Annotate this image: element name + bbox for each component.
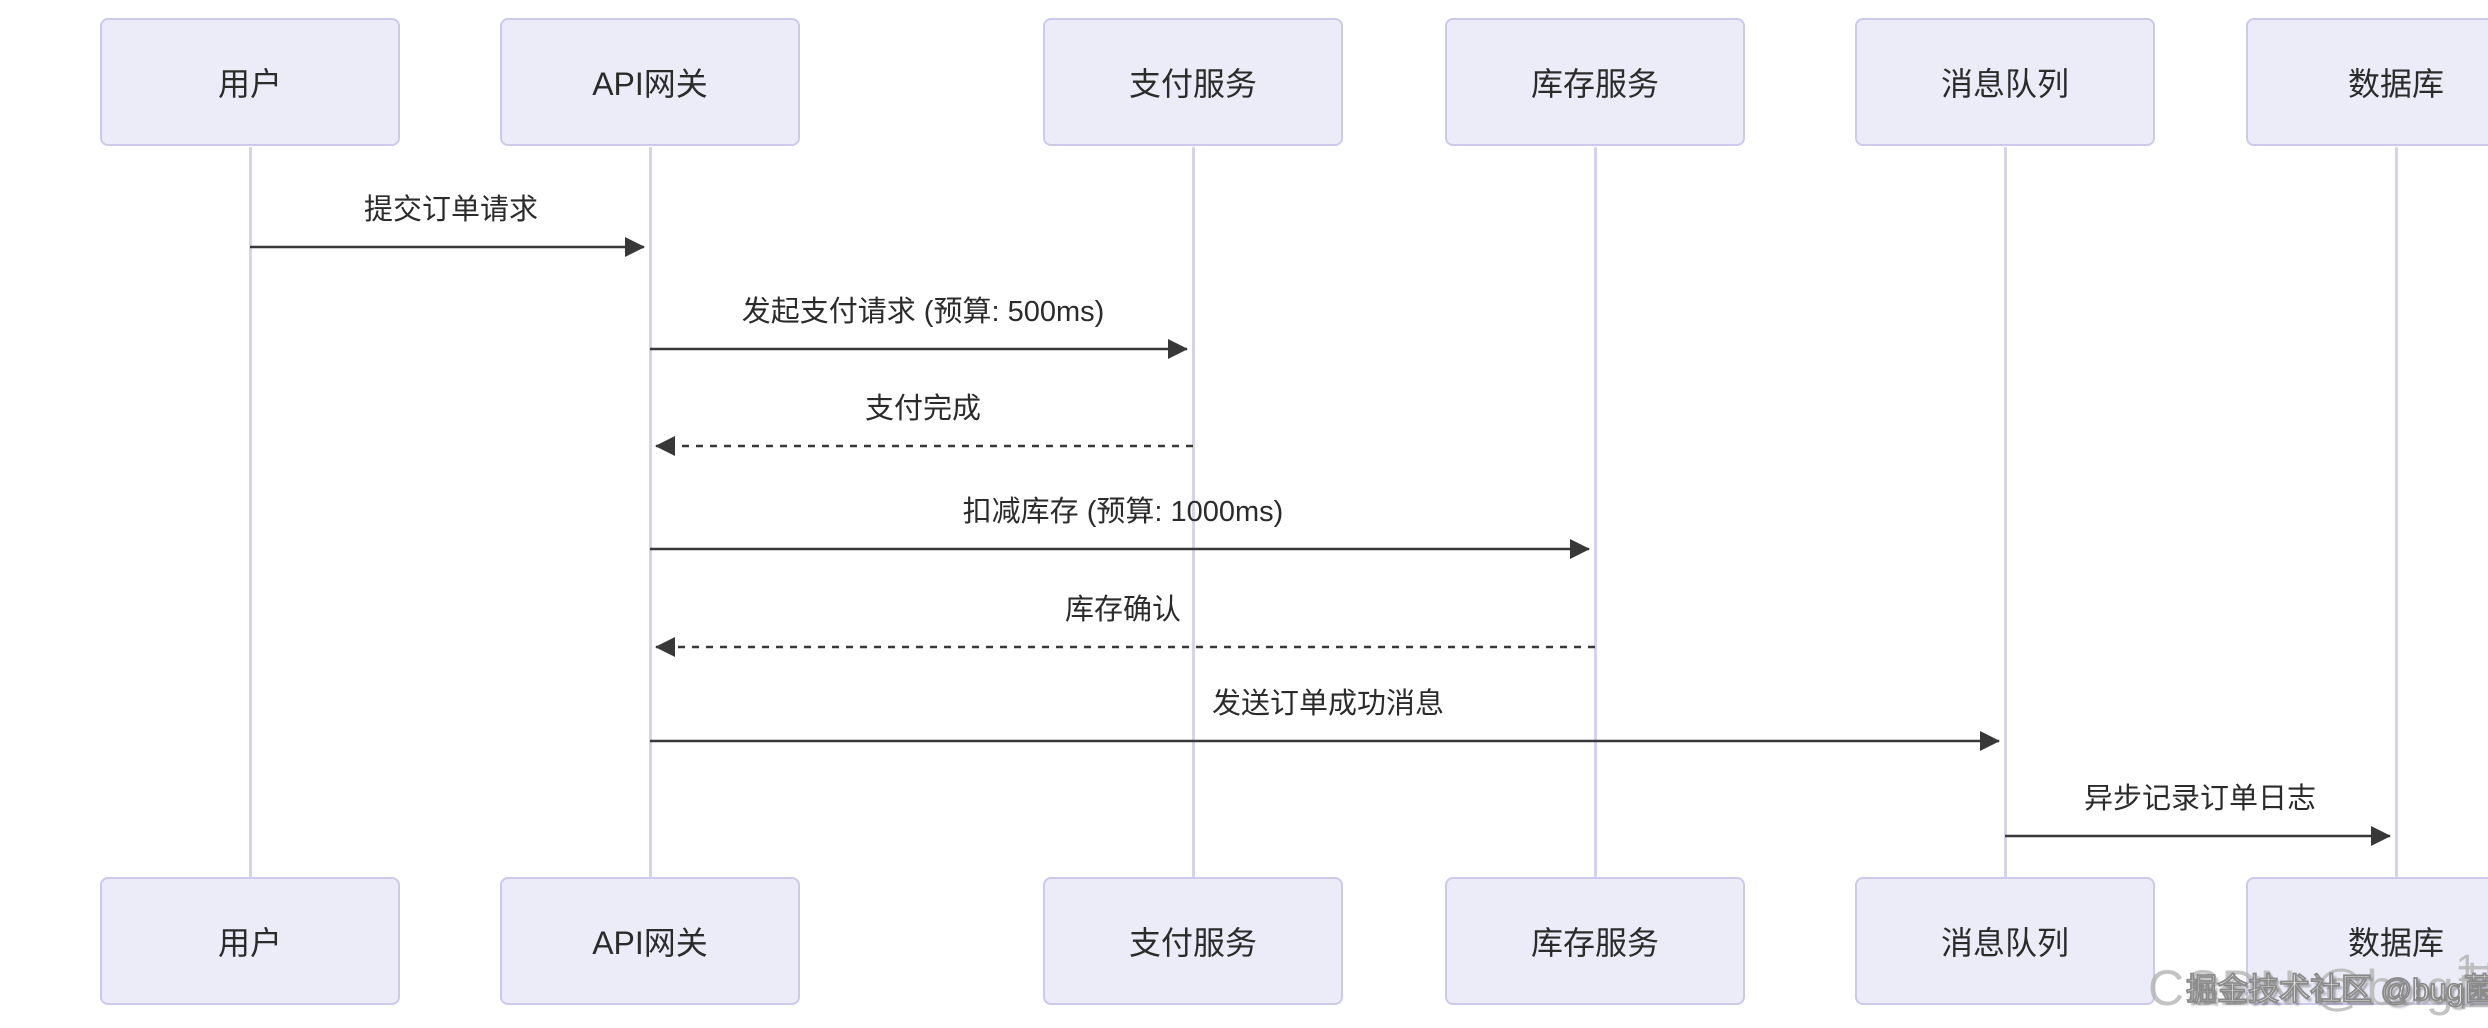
message-label-submit-order: 提交订单请求 xyxy=(363,194,539,226)
actor-bottom-database: 数据库 xyxy=(2246,877,2488,1005)
actor-bottom-user: 用户 xyxy=(100,877,400,1005)
actor-top-api-gateway: API网关 xyxy=(500,18,800,146)
actor-bottom-payment-service: 支付服务 xyxy=(1043,877,1343,1005)
actor-label-message-queue: 消息队列 xyxy=(1940,66,2069,102)
actor-bottom-api-gateway: API网关 xyxy=(500,877,800,1005)
actor-top-database: 数据库 xyxy=(2246,18,2488,146)
message-label-deduct-inventory: 扣减库存 (预算: 1000ms) xyxy=(962,496,1284,528)
lifeline-user xyxy=(249,147,252,878)
actor-top-payment-service: 支付服务 xyxy=(1043,18,1343,146)
message-label-payment-done: 支付完成 xyxy=(864,393,982,425)
actor-label-user-bottom: 用户 xyxy=(217,925,282,961)
actor-top-inventory-service: 库存服务 xyxy=(1445,18,1745,146)
lifeline-inventory-service xyxy=(1594,147,1597,878)
actor-top-message-queue: 消息队列 xyxy=(1855,18,2155,146)
actor-label-database: 数据库 xyxy=(2347,66,2444,102)
actor-label-api-gateway: API网关 xyxy=(592,66,708,102)
message-label-inventory-confirm: 库存确认 xyxy=(1064,594,1182,626)
lifeline-api-gateway xyxy=(649,147,652,878)
actor-label-message-queue-bottom: 消息队列 xyxy=(1940,925,2069,961)
message-label-initiate-payment: 发起支付请求 (预算: 500ms) xyxy=(741,296,1105,328)
actor-label-database-bottom: 数据库 xyxy=(2347,925,2444,961)
actor-label-payment-service: 支付服务 xyxy=(1128,66,1257,102)
watermark-juejin: 掘金技术社区 @bug菌 xyxy=(2185,971,2488,1008)
actor-label-inventory-service: 库存服务 xyxy=(1530,66,1659,102)
actor-label-inventory-service-bottom: 库存服务 xyxy=(1530,925,1659,961)
actor-bottom-message-queue: 消息队列 xyxy=(1855,877,2155,1005)
message-label-async-log: 异步记录订单日志 xyxy=(2083,783,2317,815)
actor-top-user: 用户 xyxy=(100,18,400,146)
message-label-send-success-msg: 发送订单成功消息 xyxy=(1211,688,1445,720)
actor-label-payment-service-bottom: 支付服务 xyxy=(1128,925,1257,961)
watermark-csdn: CSDN @bug菌 xyxy=(2148,960,2488,1016)
lifeline-database xyxy=(2395,147,2398,878)
actor-label-api-gateway-bottom: API网关 xyxy=(592,925,708,961)
lifeline-message-queue xyxy=(2004,147,2007,878)
lifeline-payment-service xyxy=(1192,147,1195,878)
actor-label-user: 用户 xyxy=(217,66,282,102)
actor-bottom-inventory-service: 库存服务 xyxy=(1445,877,1745,1005)
watermark-superscript: 1 xyxy=(2456,948,2478,990)
